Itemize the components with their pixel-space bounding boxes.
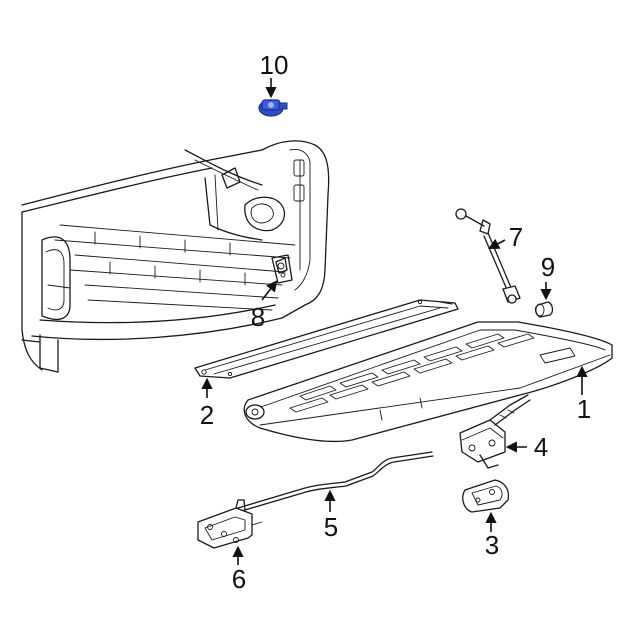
callout-10: 10 <box>260 50 289 80</box>
callout-labels: 10 7 9 8 2 1 4 3 5 6 <box>200 50 591 594</box>
callout-2: 2 <box>200 400 214 430</box>
part-2-tailgate-trim-panel <box>194 299 459 379</box>
arrow-8 <box>261 280 278 301</box>
callout-5: 5 <box>324 512 338 542</box>
part-5-control-rod <box>237 451 434 513</box>
part-4-latch-assembly <box>459 394 531 469</box>
part-1-tailgate <box>243 321 613 443</box>
part-6-bracket <box>197 499 263 549</box>
callout-4: 4 <box>534 432 548 462</box>
callout-7: 7 <box>509 222 523 252</box>
part-8-striker <box>275 257 288 274</box>
part-10-bolt <box>258 99 288 117</box>
arrow-7 <box>488 238 506 250</box>
part-7-support-cable <box>455 208 521 304</box>
callout-arrows <box>201 78 588 565</box>
truck-bed-illustration <box>21 140 330 373</box>
callout-3: 3 <box>485 530 499 560</box>
callout-8: 8 <box>251 302 265 332</box>
part-3-handle-bezel <box>462 479 510 513</box>
callout-1: 1 <box>577 394 591 424</box>
callout-9: 9 <box>541 252 555 282</box>
callout-6: 6 <box>232 564 246 594</box>
part-9-bushing <box>534 301 554 318</box>
